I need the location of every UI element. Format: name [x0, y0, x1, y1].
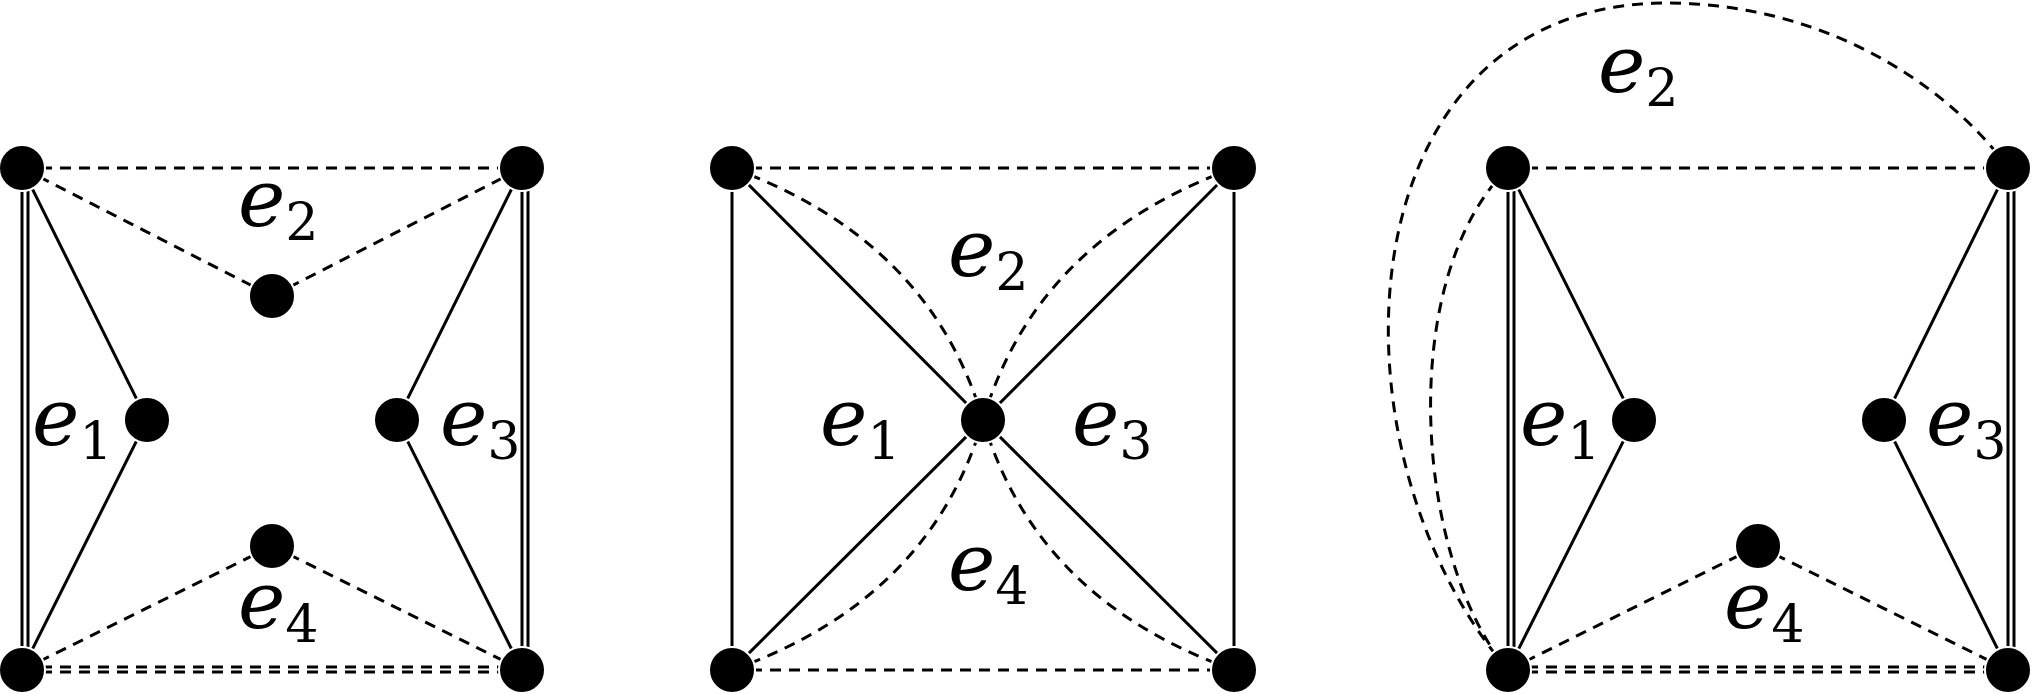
edge-top-vertex-to-topright: [271, 166, 523, 298]
vertex-bottom-right: [1210, 646, 1258, 694]
label-e4: e4: [1724, 554, 1804, 655]
edge-bottomright-curve-to-center: [981, 419, 1235, 672]
edge-bottom-vertex-to-bottomright: [1757, 544, 2009, 672]
label-e1: e1: [32, 371, 112, 472]
figure-3: e1 e2 e3 e4: [1386, 1, 2032, 694]
edge-center-to-topright: [981, 166, 1236, 422]
edge-left-vertex-to-bottomleft: [20, 418, 149, 672]
edge-bottomleft-to-bottom-vertex: [1507, 544, 1759, 672]
edge-topright-to-right-vertex: [395, 166, 524, 422]
edge-bottomleft-to-bottom-vertex: [21, 544, 273, 672]
vertex-top-right: [498, 144, 546, 192]
vertex-top-left: [708, 144, 756, 192]
edge-bottomleft-curve-to-center: [731, 419, 985, 672]
edge-topleft-to-top-vertex: [21, 166, 273, 298]
edge-right-vertex-to-bottomright: [1882, 418, 2010, 672]
vertex-bottom-left: [0, 646, 46, 694]
vertex-top-middle: [248, 272, 296, 320]
edge-left-vertex-to-bottomleft: [1506, 418, 1636, 672]
vertex-bottom-right: [498, 646, 546, 694]
vertex-left-middle: [1610, 396, 1658, 444]
edge-topleft-to-center: [730, 166, 985, 422]
edge-bottom-vertex-to-bottomright: [271, 544, 523, 672]
edge-topright-to-right-vertex: [1882, 166, 2010, 422]
label-e3: e3: [1926, 371, 2006, 472]
edge-right-vertex-to-bottomright: [395, 418, 524, 672]
vertex-bottom-middle: [248, 522, 296, 570]
vertex-top-left: [0, 144, 46, 192]
label-e2: e2: [1598, 18, 1678, 119]
figure-1: e1 e2 e3 e4: [0, 144, 546, 694]
edge-outer-arc: [1386, 1, 2010, 671]
vertex-right-middle: [1860, 396, 1908, 444]
vertex-center: [959, 396, 1007, 444]
vertex-bottom-middle: [1734, 522, 1782, 570]
label-e1: e1: [1520, 371, 1600, 472]
vertex-bottom-left: [708, 646, 756, 694]
vertex-bottom-left: [1484, 646, 1532, 694]
edge-topright-curve-to-center: [981, 166, 1235, 421]
vertex-top-left: [1484, 144, 1532, 192]
label-e3: e3: [1072, 371, 1152, 472]
label-e1: e1: [820, 371, 900, 472]
label-e3: e3: [440, 371, 520, 472]
edge-bottomleft-to-center: [730, 418, 985, 672]
vertex-top-right: [1210, 144, 1258, 192]
edge-topleft-curve-to-center: [731, 166, 985, 421]
label-e2: e2: [948, 202, 1028, 303]
vertex-right-middle: [373, 396, 421, 444]
figure-2: e1 e2 e3 e4: [708, 144, 1258, 694]
label-e4: e4: [948, 516, 1028, 617]
edge-topleft-to-left-vertex: [20, 166, 149, 422]
vertex-top-right: [1984, 144, 2032, 192]
label-e2: e2: [238, 152, 318, 253]
edge-topleft-to-left-vertex: [1506, 166, 1636, 422]
vertex-bottom-right: [1984, 646, 2032, 694]
vertex-left-middle: [123, 396, 171, 444]
edge-center-to-bottomright: [981, 418, 1236, 672]
label-e4: e4: [238, 554, 318, 655]
edge-inner-arc: [1429, 166, 1510, 671]
